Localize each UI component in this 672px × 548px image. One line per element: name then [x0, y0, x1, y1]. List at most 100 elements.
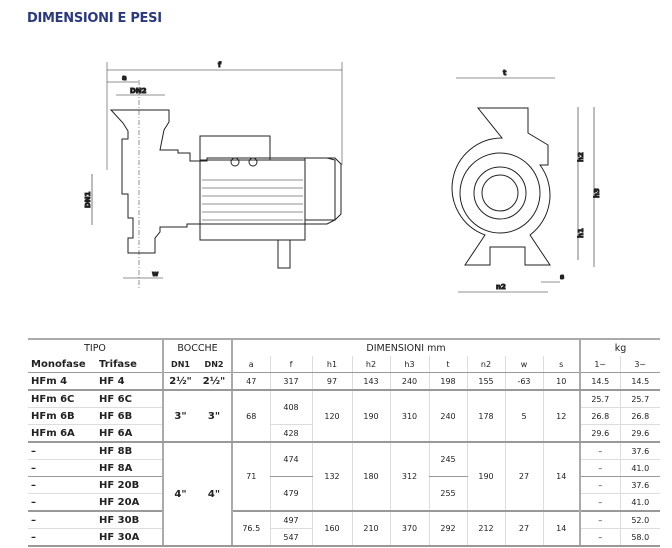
kg1-value: 14.5 — [580, 372, 620, 391]
kg3-value: 37.6 — [619, 476, 660, 494]
table-row: HFm 4 HF 4 2½" 2½" 47 317 97 143 240 198… — [28, 372, 660, 391]
t-value: 198 — [428, 372, 467, 391]
h2-value: 190 — [351, 390, 390, 443]
header-dn1: DN1 — [163, 356, 197, 373]
header-s: s — [542, 356, 581, 373]
dn1-value: 3" — [163, 390, 197, 443]
dim-label-s: s — [560, 273, 564, 281]
header-kg1: 1~ — [580, 356, 620, 373]
table-row: – HF 8B 4" 4" 71 474 132 180 312 245 190… — [28, 442, 660, 547]
header-w: w — [504, 356, 543, 373]
n2-value: 212 — [466, 510, 505, 547]
table-row: HFm 6C HF 6C 3" 3" 68 408 120 190 310 24… — [28, 390, 660, 443]
dim-label-h2: h2 — [577, 152, 585, 162]
table-row: – HF 30B 76.5 497 160 210 370 292 212 27… — [28, 510, 660, 547]
header-tipo: TIPO — [28, 339, 164, 356]
model-trifase: HF 8B — [96, 442, 164, 460]
model-monofase: HFm 6A — [28, 424, 96, 443]
n2-value: 155 — [466, 372, 505, 391]
dn2-value: 2½" — [197, 372, 233, 391]
model-trifase: HF 30A — [96, 528, 164, 547]
s-value: 14 — [542, 442, 581, 512]
header-bocche: BOCCHE — [163, 339, 233, 356]
f-value: 474 — [269, 442, 312, 477]
kg1-value: – — [580, 476, 620, 494]
w-value: 27 — [504, 442, 543, 512]
model-monofase: – — [28, 528, 96, 547]
header-h2: h2 — [351, 356, 390, 373]
n2-value: 178 — [466, 390, 505, 443]
side-view — [91, 62, 343, 290]
kg3-value: 41.0 — [619, 493, 660, 512]
h3-value: 312 — [389, 442, 429, 512]
h2-value: 180 — [351, 442, 390, 512]
t-value: 255 — [428, 476, 467, 512]
table-row: – HF 20A – 41.0 — [28, 493, 660, 512]
a-value: 76.5 — [232, 510, 270, 547]
dn2-value: 3" — [197, 390, 233, 443]
kg3-value: 25.7 — [619, 390, 660, 408]
dim-label-dn1: DN1 — [84, 191, 92, 208]
header-monofase: Monofase — [28, 356, 96, 373]
t-value: 292 — [428, 510, 467, 547]
header-kg: kg — [614, 342, 627, 354]
dim-label-f: f — [218, 61, 222, 69]
kg3-value: 29.6 — [619, 424, 660, 443]
kg1-value: – — [580, 493, 620, 512]
s-value: 10 — [542, 372, 581, 391]
model-trifase: HF 6B — [96, 407, 164, 425]
dim-label-a: a — [122, 74, 127, 82]
h2-value: 143 — [351, 372, 390, 391]
kg1-value: – — [580, 528, 620, 547]
model-monofase: – — [28, 510, 96, 529]
h3-value: 310 — [389, 390, 429, 443]
model-monofase: HFm 4 — [28, 372, 96, 391]
s-value: 12 — [542, 390, 581, 443]
f-value: 479 — [269, 476, 312, 512]
h1-value: 120 — [311, 390, 352, 443]
header-trifase: Trifase — [96, 356, 164, 373]
table-row: – HF 8A – 41.0 — [28, 459, 660, 477]
w-value: -63 — [504, 372, 543, 391]
f-value: 408 — [269, 390, 312, 425]
model-trifase: HF 6C — [96, 390, 164, 408]
kg3-value: 14.5 — [619, 372, 660, 391]
model-trifase: HF 20B — [96, 476, 164, 494]
model-monofase: HFm 6B — [28, 407, 96, 425]
table-row: HFm 6B HF 6B 26.8 26.8 — [28, 407, 660, 425]
header-dn2: DN2 — [197, 356, 233, 373]
model-trifase: HF 6A — [96, 424, 164, 443]
kg1-value: – — [580, 510, 620, 529]
kg1-value: 25.7 — [580, 390, 620, 408]
dim-label-t: t — [503, 69, 507, 77]
model-trifase: HF 8A — [96, 459, 164, 477]
table-row: HFm 6A HF 6A 428 29.6 29.6 — [28, 424, 660, 443]
a-value: 47 — [232, 372, 270, 391]
kg1-value: 29.6 — [580, 424, 620, 443]
h3-value: 370 — [389, 510, 429, 547]
n2-value: 190 — [466, 442, 505, 512]
dn1-value: 2½" — [163, 372, 197, 391]
h3-value: 240 — [389, 372, 429, 391]
h1-value: 132 — [311, 442, 352, 512]
kg3-value: 26.8 — [619, 407, 660, 425]
dim-label-dn2: DN2 — [130, 87, 147, 95]
w-value: 5 — [504, 390, 543, 443]
header-f: f — [269, 356, 312, 373]
kg3-value: 37.6 — [619, 442, 660, 460]
model-monofase: HFm 6C — [28, 390, 96, 408]
table-row: – HF 30A 547 – 58.0 — [28, 528, 660, 547]
f-value: 428 — [269, 424, 312, 443]
pump-drawing: f a DN2 DN1 w t h2 h3 h1 s n2 — [84, 61, 602, 293]
a-value: 68 — [232, 390, 270, 443]
model-trifase: HF 30B — [96, 510, 164, 529]
kg1-value: 26.8 — [580, 407, 620, 425]
header-h3: h3 — [389, 356, 429, 373]
front-view — [451, 77, 595, 293]
h2-value: 210 — [351, 510, 390, 547]
model-monofase: – — [28, 442, 96, 460]
h1-value: 97 — [311, 372, 352, 391]
model-trifase: HF 4 — [96, 372, 164, 391]
dimensions-table: TIPO BOCCHE DIMENSIONI mm kg Monofase Tr… — [28, 338, 660, 547]
dim-label-h3: h3 — [593, 188, 601, 198]
